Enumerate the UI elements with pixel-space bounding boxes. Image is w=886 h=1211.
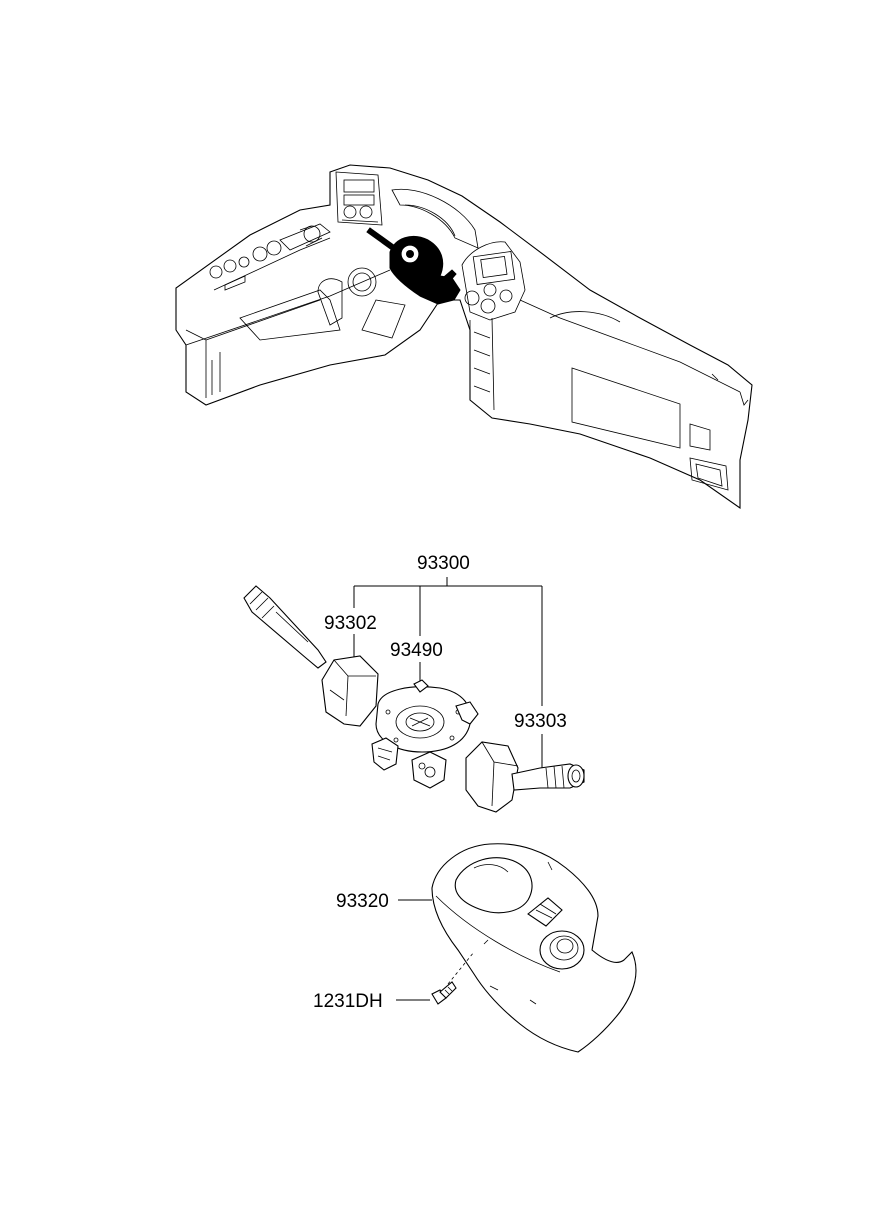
combination-switch-illustration: [243, 585, 585, 813]
leader-lines: [353, 577, 543, 1001]
column-shroud-illustration: [431, 843, 637, 1053]
label-93302: 93302: [324, 613, 377, 634]
label-93303: 93303: [514, 711, 567, 732]
label-93320: 93320: [336, 891, 389, 912]
label-93300: 93300: [417, 553, 470, 574]
callout-labels: 93300 93302 93490 93303 93320 1231DH: [313, 553, 567, 1012]
label-93490: 93490: [390, 640, 443, 661]
dashboard-illustration: [175, 164, 753, 510]
screw-illustration: [431, 951, 475, 1005]
label-1231DH: 1231DH: [313, 991, 383, 1012]
